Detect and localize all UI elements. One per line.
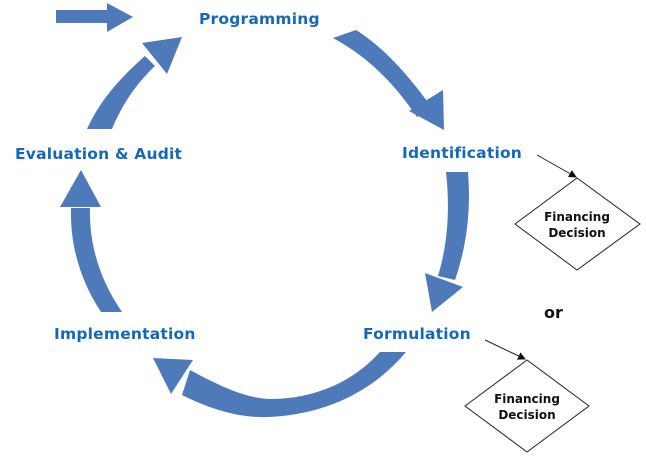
stage-programming: Programming xyxy=(199,10,320,28)
arc-shaft xyxy=(87,56,155,129)
arc-shaft xyxy=(182,352,406,418)
cycle-arrow-formulation-implementation xyxy=(153,352,406,418)
stage-evaluation: Evaluation & Audit xyxy=(15,145,183,163)
arc-shaft xyxy=(438,172,469,280)
connector-identification-decision xyxy=(536,154,577,178)
decision-diamond-2: Financing Decision xyxy=(464,359,590,453)
decision-line2: Decision xyxy=(498,408,555,422)
right-arrow-icon xyxy=(107,3,133,32)
stage-formulation: Formulation xyxy=(363,325,471,343)
arc-shaft xyxy=(333,30,432,117)
arrowhead-icon xyxy=(60,170,101,207)
arrowhead-icon xyxy=(425,273,463,312)
decision-diamond-1: Financing Decision xyxy=(514,177,641,271)
arc-shaft xyxy=(70,208,122,312)
cycle-arrow-identification-formulation xyxy=(425,172,469,312)
cycle-arrow-evaluation-programming xyxy=(87,37,182,129)
stage-identification: Identification xyxy=(402,144,522,162)
entry-arrow xyxy=(56,3,133,32)
diamond-shape xyxy=(464,359,590,453)
stage-implementation: Implementation xyxy=(54,325,196,343)
cycle-arrow-implementation-evaluation xyxy=(60,170,122,312)
arrowhead-icon xyxy=(409,90,444,130)
connector-formulation-decision xyxy=(484,339,526,360)
or-label: or xyxy=(544,303,563,322)
diamond-shape xyxy=(514,177,641,271)
decision-line1: Financing xyxy=(494,392,560,406)
cycle-arrow-programming-identification xyxy=(333,30,444,130)
entry-arrow-shaft xyxy=(56,10,107,23)
arrowhead-icon xyxy=(142,37,182,74)
arrowhead-icon xyxy=(153,358,193,394)
decision-line2: Decision xyxy=(548,226,605,240)
decision-line1: Financing xyxy=(544,210,610,224)
